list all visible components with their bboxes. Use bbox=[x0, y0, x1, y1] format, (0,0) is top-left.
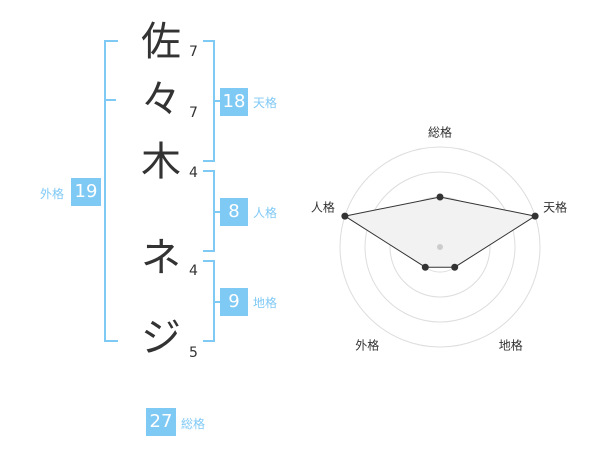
name-char-1: 佐 bbox=[141, 19, 181, 65]
stroke-count-1: 7 bbox=[189, 44, 198, 60]
jinkaku-label: 人格 bbox=[253, 206, 278, 220]
tenkaku-value: 18 bbox=[220, 88, 248, 116]
jinkaku-bracket-tick bbox=[213, 211, 221, 213]
radar-ring-3 bbox=[364, 171, 516, 323]
radar-axis-label-4: 外格 bbox=[355, 337, 379, 352]
radar-polygon bbox=[343, 196, 537, 268]
stroke-count-4: 4 bbox=[189, 263, 198, 279]
gaikaku-value: 19 bbox=[71, 178, 101, 206]
radar-axis-label-1: 総格 bbox=[428, 125, 452, 140]
gaikaku-label: 外格 bbox=[40, 187, 65, 201]
jinkaku-value: 8 bbox=[220, 198, 248, 226]
radar-axis-label-2: 天格 bbox=[543, 200, 567, 215]
name-char-3: 木 bbox=[141, 139, 181, 185]
gaikaku-bracket-tick bbox=[104, 99, 116, 101]
gaikaku-bracket bbox=[104, 40, 118, 342]
name-char-2: 々 bbox=[141, 77, 181, 123]
radar-point-3 bbox=[451, 263, 459, 271]
name-char-5: ジ bbox=[141, 315, 181, 361]
radar-point-1 bbox=[436, 193, 444, 201]
radar-point-4 bbox=[421, 263, 429, 271]
chikaku-label: 地格 bbox=[253, 296, 278, 310]
chikaku-bracket-tick bbox=[213, 301, 221, 303]
stroke-count-2: 7 bbox=[189, 105, 198, 121]
radar-ring-4 bbox=[339, 146, 541, 348]
radar-point-5 bbox=[341, 212, 349, 220]
radar-axis-label-3: 地格 bbox=[499, 337, 523, 352]
stroke-count-5: 5 bbox=[189, 345, 198, 361]
name-char-4: ネ bbox=[141, 235, 181, 281]
stroke-count-3: 4 bbox=[189, 165, 198, 181]
radar-point-2 bbox=[531, 212, 539, 220]
radar-center-dot bbox=[437, 244, 443, 250]
tenkaku-bracket-tick bbox=[213, 100, 221, 102]
radar-axis-label-5: 人格 bbox=[311, 200, 335, 215]
soukaku-label: 総格 bbox=[181, 417, 206, 431]
chikaku-value: 9 bbox=[220, 288, 248, 316]
soukaku-value: 27 bbox=[146, 408, 176, 436]
tenkaku-label: 天格 bbox=[253, 96, 278, 110]
